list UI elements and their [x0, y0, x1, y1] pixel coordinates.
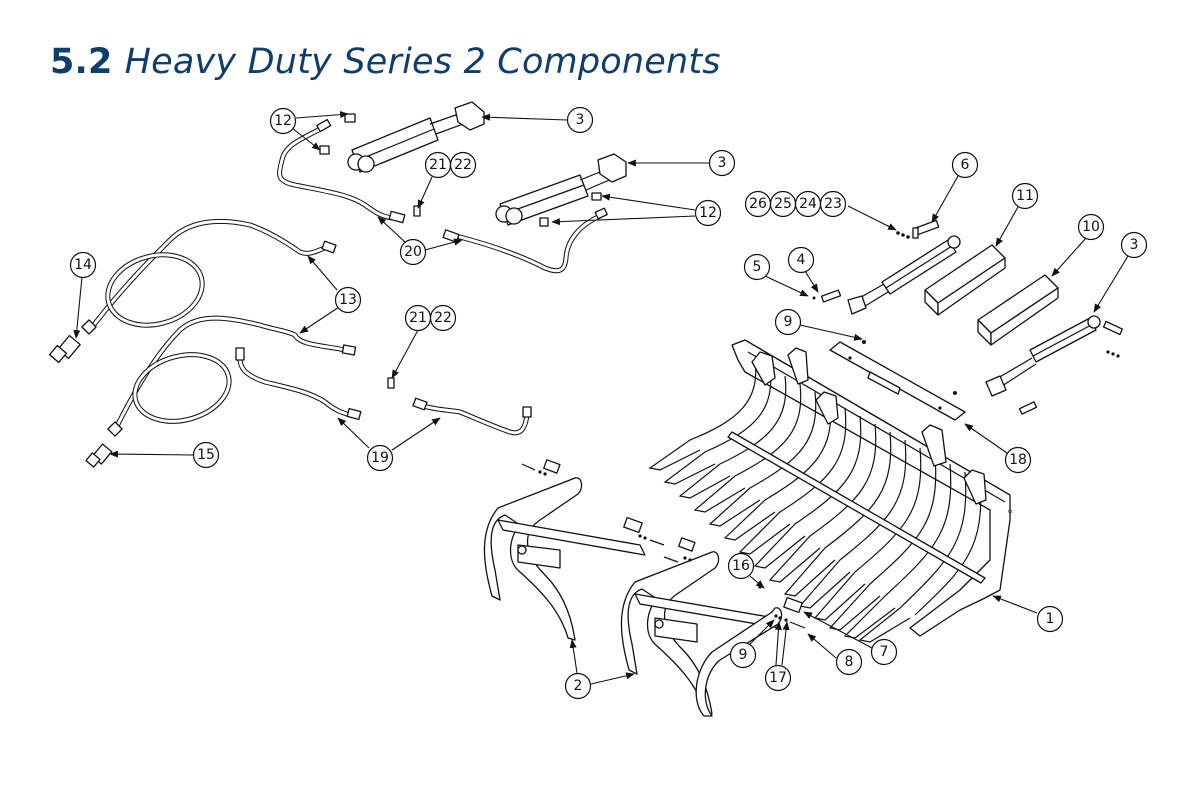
rake-frame-1: ᛜ [648, 339, 1018, 643]
callout-21-lower[interactable]: 21 [404, 304, 432, 332]
pin-right [1018, 320, 1124, 415]
callout-24[interactable]: 24 [794, 190, 822, 218]
callout-label: 5 [753, 259, 762, 275]
callout-label: 9 [784, 314, 793, 330]
cylinder-3-middle [495, 153, 627, 226]
leader-lines [73, 111, 1129, 685]
callout-label: 3 [718, 155, 727, 171]
callout-label: 3 [1130, 237, 1139, 253]
cylinder-guard-11 [924, 244, 1006, 316]
callout-label: 4 [797, 252, 806, 268]
callout-10[interactable]: 10 [1077, 213, 1105, 241]
coupler-15 [85, 443, 113, 468]
callout-9-upper[interactable]: 9 [774, 308, 802, 336]
cylinder-3-top [347, 101, 485, 173]
callout-label: 12 [274, 113, 292, 129]
cylinder-3-right-upper [847, 235, 961, 315]
hose-20-right [442, 207, 608, 274]
callout-2[interactable]: 2 [564, 672, 592, 700]
callout-12-right[interactable]: 12 [694, 199, 722, 227]
callout-label: 1 [1046, 611, 1055, 627]
pin-4 [820, 289, 842, 303]
callout-22-top[interactable]: 22 [449, 151, 477, 179]
callout-label: 8 [845, 654, 854, 670]
callout-label: 13 [339, 292, 357, 308]
cylinder-3-right-lower [985, 315, 1101, 397]
callout-5[interactable]: 5 [743, 253, 771, 281]
callout-19[interactable]: 19 [366, 444, 394, 472]
callout-26[interactable]: 26 [744, 190, 772, 218]
callout-12-top[interactable]: 12 [269, 107, 297, 135]
callout-6[interactable]: 6 [951, 151, 979, 179]
callout-17[interactable]: 17 [764, 664, 792, 692]
callout-3-right[interactable]: 3 [1120, 231, 1148, 259]
callout-22-lower[interactable]: 22 [429, 304, 457, 332]
callout-label: 2 [574, 678, 583, 694]
callout-label: 22 [454, 157, 472, 173]
grapple-hardware [521, 459, 806, 629]
callout-3-middle[interactable]: 3 [708, 149, 736, 177]
hose-bracket-plate-18 [829, 341, 966, 421]
callout-label: 9 [739, 647, 748, 663]
callout-label: 17 [769, 670, 787, 686]
callout-18[interactable]: 18 [1004, 446, 1032, 474]
callout-label: 10 [1082, 219, 1100, 235]
hardware-dots [812, 231, 1120, 395]
callout-label: 22 [434, 310, 452, 326]
callout-23[interactable]: 23 [819, 190, 847, 218]
section-number: 5.2 [50, 42, 113, 82]
callout-label: 7 [880, 644, 889, 660]
callout-label: 3 [576, 112, 585, 128]
grapple-arm-2-right [620, 551, 783, 717]
callout-label: 21 [409, 310, 427, 326]
callout-label: 19 [371, 450, 389, 466]
callout-3-top[interactable]: 3 [566, 106, 594, 134]
tee-fittings-21-22 [387, 205, 421, 389]
callout-label: 26 [749, 196, 767, 212]
callout-13[interactable]: 13 [334, 286, 362, 314]
hose-13-upper [81, 218, 337, 335]
callout-label: 6 [961, 157, 970, 173]
section-title: Heavy Duty Series 2 Components [124, 42, 721, 82]
hose-19-left [235, 347, 362, 421]
callout-11[interactable]: 11 [1011, 182, 1039, 210]
callout-4[interactable]: 4 [787, 246, 815, 274]
hose-19-right [412, 397, 532, 436]
callout-20[interactable]: 20 [399, 238, 427, 266]
callout-label: 23 [824, 196, 842, 212]
callout-label: 20 [404, 244, 422, 260]
callout-label: 12 [699, 205, 717, 221]
callout-label: 25 [774, 196, 792, 212]
callout-label: 21 [429, 157, 447, 173]
page-title: 5.2 Heavy Duty Series 2 Components [50, 42, 721, 82]
callout-label: 11 [1016, 188, 1034, 204]
callout-16[interactable]: 16 [727, 552, 755, 580]
callout-8[interactable]: 8 [835, 648, 863, 676]
callout-label: 18 [1009, 452, 1027, 468]
grapple-arm-2-left [483, 477, 646, 641]
hose-20-left [277, 118, 406, 224]
hose-13-lower [107, 315, 357, 437]
callout-label: 15 [197, 447, 215, 463]
callout-14[interactable]: 14 [69, 251, 97, 279]
callout-label: 16 [732, 558, 750, 574]
callout-15[interactable]: 15 [192, 441, 220, 469]
callout-21-top[interactable]: 21 [424, 151, 452, 179]
callout-9-lower[interactable]: 9 [729, 641, 757, 669]
pin-6 [912, 219, 940, 239]
callout-1[interactable]: 1 [1036, 605, 1064, 633]
cylinder-guard-10 [977, 274, 1059, 346]
callout-label: 24 [799, 196, 817, 212]
callout-25[interactable]: 25 [769, 190, 797, 218]
callout-label: 14 [74, 257, 92, 273]
callout-7[interactable]: 7 [870, 638, 898, 666]
coupler-14 [48, 334, 81, 364]
logo-mark: ᛜ [1005, 507, 1018, 518]
